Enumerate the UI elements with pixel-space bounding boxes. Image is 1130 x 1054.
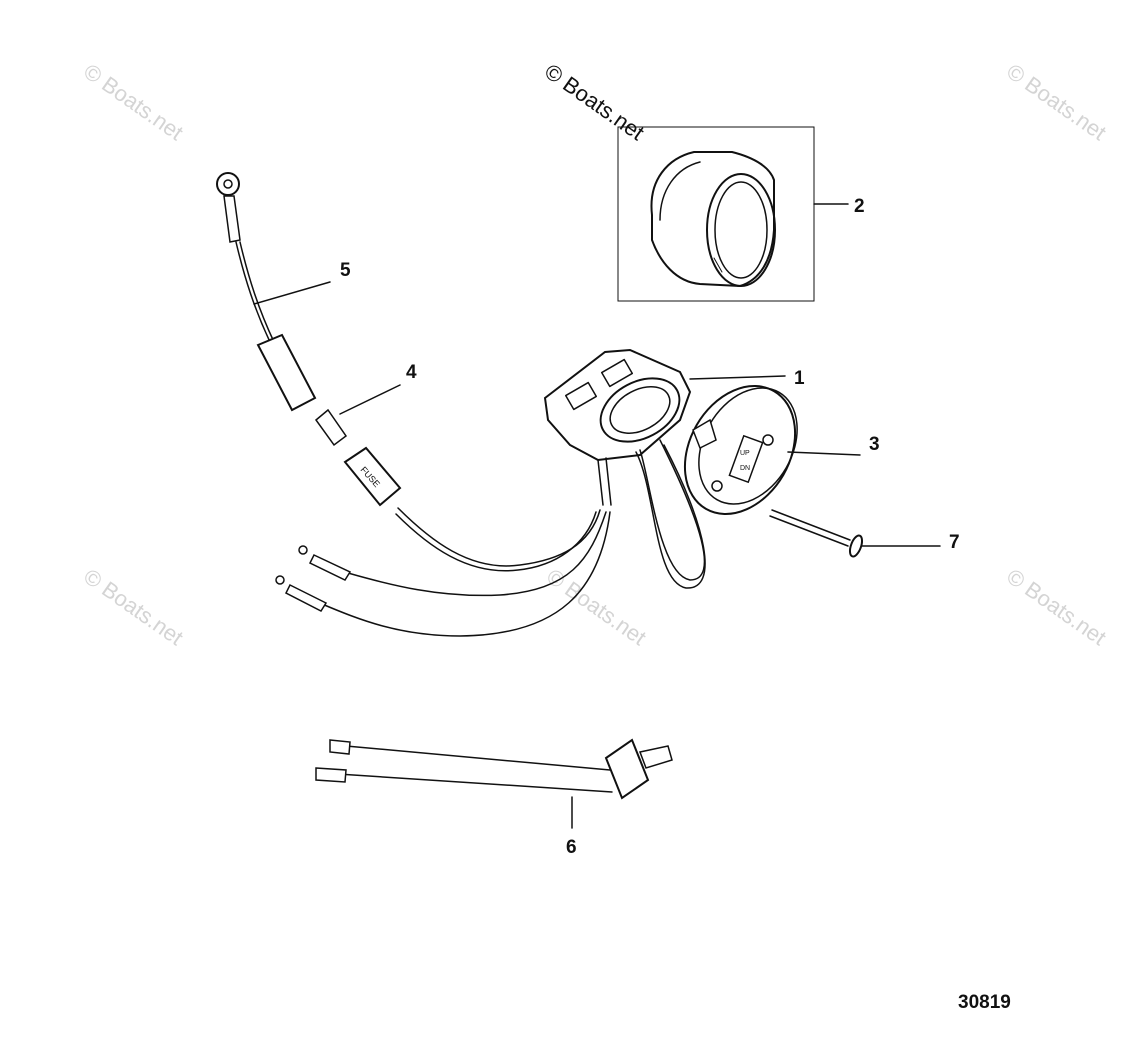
watermarks: © Boats.net © Boats.net © Boats.net © Bo… — [79, 59, 1111, 651]
watermark-mid-right: © Boats.net — [1002, 564, 1111, 651]
switch-label-up: UP — [740, 450, 750, 457]
callouts: 1 2 3 4 5 6 7 — [340, 196, 960, 858]
callout-6: 6 — [566, 837, 577, 858]
leader-lines — [253, 203, 941, 829]
part-7-screw — [769, 509, 864, 558]
callout-1: 1 — [794, 368, 805, 389]
diagram-reference-number: 30819 — [958, 992, 1011, 1013]
part-3-rocker-switch: UP DN — [683, 385, 798, 515]
watermark-main: © Boats.net — [540, 59, 649, 146]
callout-7: 7 — [949, 532, 960, 553]
callout-4: 4 — [406, 362, 417, 383]
callout-2: 2 — [854, 196, 865, 217]
switch-label-dn: DN — [740, 465, 750, 472]
bullet-terminals — [275, 545, 352, 612]
watermark-top-right: © Boats.net — [1002, 59, 1111, 146]
watermark-top-left: © Boats.net — [79, 59, 188, 146]
part-2-trim-ring — [617, 126, 815, 302]
callout-3: 3 — [869, 434, 880, 455]
part-5-ground-lead — [216, 172, 317, 412]
watermark-mid-center: © Boats.net — [542, 564, 651, 651]
wire-harness — [321, 439, 706, 637]
callout-5: 5 — [340, 260, 351, 281]
watermark-mid-left: © Boats.net — [79, 564, 188, 651]
fuse-holder: FUSE — [314, 408, 402, 507]
part-1-switch-housing — [543, 348, 692, 462]
part-6-lead-assembly — [315, 738, 673, 800]
